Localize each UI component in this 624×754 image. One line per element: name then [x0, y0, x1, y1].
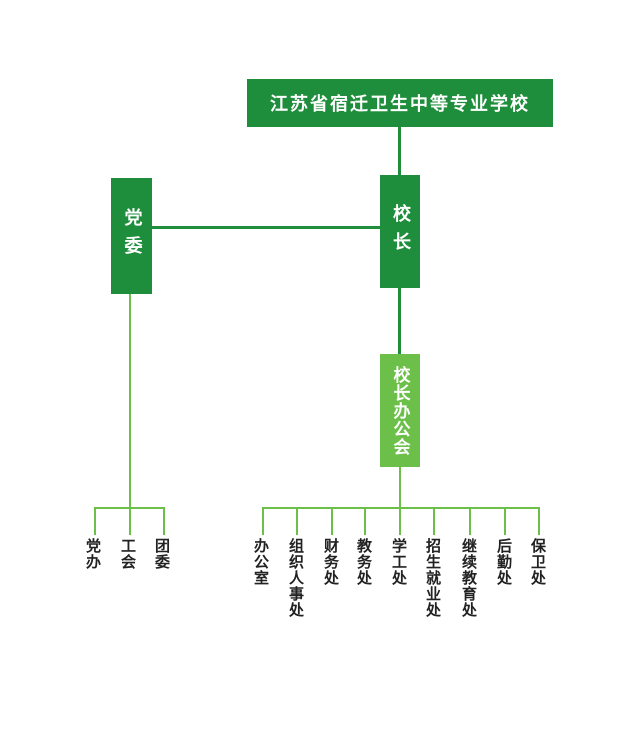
party-committee-box: 党委	[111, 178, 152, 294]
admin-unit-label: 教务处	[355, 538, 373, 586]
party-unit-label: 党办	[84, 538, 102, 570]
admin-drop-1	[262, 507, 264, 535]
admin-drop-7	[469, 507, 471, 535]
party-committee-label: 党委	[121, 208, 143, 264]
admin-unit-label: 财务处	[322, 538, 340, 586]
principal-label: 校长	[390, 203, 411, 260]
admin-unit-label: 保卫处	[529, 538, 547, 586]
root-label: 江苏省宿迁卫生中等专业学校	[270, 94, 530, 115]
admin-drop-4	[364, 507, 366, 535]
party-unit-label: 团委	[153, 538, 171, 570]
party-drop-2	[129, 507, 131, 535]
admin-unit-label: 组织人事处	[287, 538, 305, 618]
party-unit-label: 工会	[119, 538, 137, 570]
principal-office-box: 校长办公会	[380, 354, 420, 467]
admin-drop-5	[399, 507, 401, 535]
principal-to-office-line	[398, 288, 401, 354]
party-to-principal-line	[152, 226, 380, 229]
admin-drop-2	[296, 507, 298, 535]
admin-unit-label: 继续教育处	[460, 538, 478, 618]
party-drop-1	[94, 507, 96, 535]
principal-office-label: 校长办公会	[389, 365, 410, 456]
admin-unit-label: 学工处	[390, 538, 408, 586]
root-box: 江苏省宿迁卫生中等专业学校	[247, 79, 553, 127]
admin-drop-8	[504, 507, 506, 535]
admin-branch-bar	[262, 507, 540, 509]
admin-drop-9	[538, 507, 540, 535]
party-drop-3	[163, 507, 165, 535]
admin-unit-label: 办公室	[252, 538, 270, 586]
office-trunk-line	[399, 467, 401, 508]
root-to-principal-line	[398, 127, 401, 175]
admin-drop-6	[433, 507, 435, 535]
admin-unit-label: 招生就业处	[424, 538, 442, 618]
party-trunk-line	[129, 294, 131, 508]
principal-box: 校长	[380, 175, 420, 288]
admin-unit-label: 后勤处	[495, 538, 513, 586]
admin-drop-3	[331, 507, 333, 535]
